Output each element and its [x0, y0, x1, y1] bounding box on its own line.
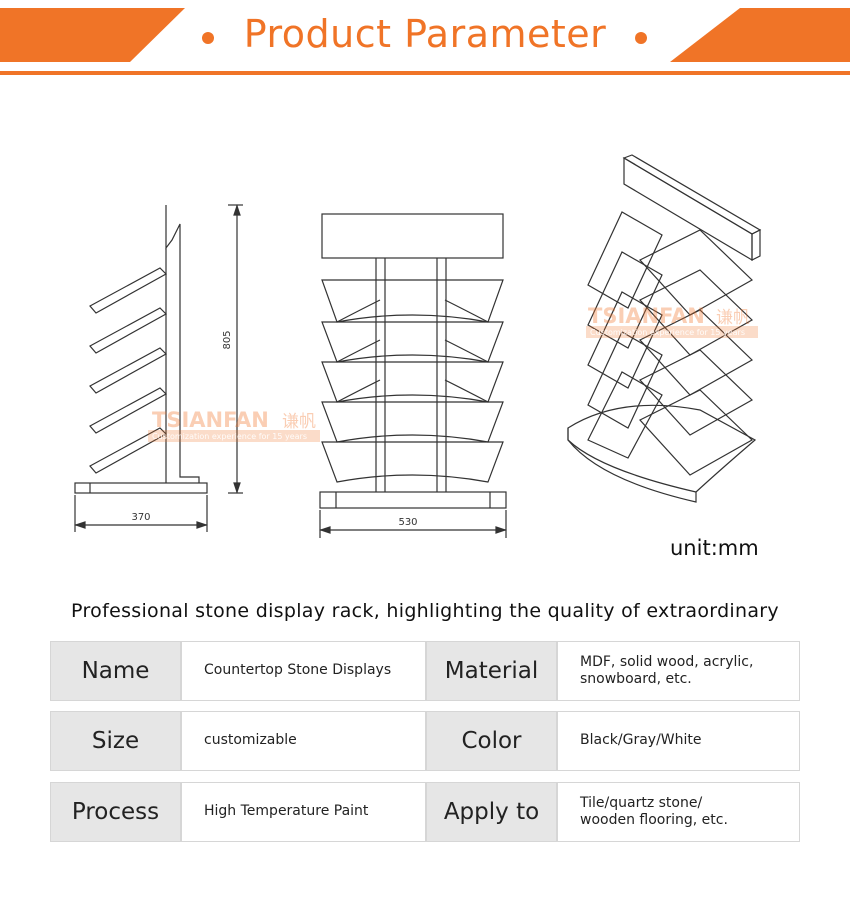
svg-text:TSIANFAN: TSIANFAN: [152, 408, 269, 432]
isometric-view-drawing: [567, 154, 762, 503]
spec-label-process: Process: [50, 782, 181, 842]
iso-shelves-left: [587, 211, 663, 459]
front-view-shelves: [321, 279, 504, 483]
unit-label: unit:mm: [670, 536, 759, 560]
spec-value-color: Black/Gray/White: [557, 711, 800, 771]
spec-value-material: MDF, solid wood, acrylic, snowboard, etc…: [557, 641, 800, 701]
svg-text:谦帆: 谦帆: [282, 412, 316, 432]
front-view-drawing: 530: [319, 213, 507, 538]
spec-label-apply-to: Apply to: [426, 782, 557, 842]
side-view-shelves: [89, 267, 167, 474]
technical-drawings: 805 370: [0, 140, 850, 560]
bullet-right-icon: [635, 32, 647, 44]
side-height-dimension: 805: [222, 330, 233, 349]
spec-label-color: Color: [426, 711, 557, 771]
front-width-dimension: 530: [398, 517, 417, 528]
watermark-logo: TSIANFAN 谦帆 Customization experience for…: [148, 304, 758, 442]
side-view-drawing: 805 370: [74, 204, 243, 532]
iso-shelves-right: [639, 229, 753, 476]
svg-text:Customization experience for 1: Customization experience for 15 years: [152, 432, 307, 441]
spec-label-material: Material: [426, 641, 557, 701]
bullet-left-icon: [202, 32, 214, 44]
spec-value-size: customizable: [181, 711, 426, 771]
page-title: Product Parameter: [243, 12, 607, 56]
spec-row: Name Countertop Stone Displays Material …: [50, 641, 800, 701]
svg-text:谦帆: 谦帆: [716, 308, 750, 328]
svg-text:Customization experience for 1: Customization experience for 15 years: [590, 328, 745, 337]
product-tagline: Professional stone display rack, highlig…: [71, 600, 779, 622]
spec-label-size: Size: [50, 711, 181, 771]
header-banner: Product Parameter: [0, 0, 850, 80]
spec-row: Size customizable Color Black/Gray/White: [50, 711, 800, 771]
spec-value-apply-to: Tile/quartz stone/ wooden flooring, etc.: [557, 782, 800, 842]
spec-value-name: Countertop Stone Displays: [181, 641, 426, 701]
spec-value-process: High Temperature Paint: [181, 782, 426, 842]
banner-decoration: [0, 8, 850, 75]
spec-row: Process High Temperature Paint Apply to …: [50, 782, 800, 842]
side-width-dimension: 370: [131, 512, 150, 523]
spec-label-name: Name: [50, 641, 181, 701]
svg-text:TSIANFAN: TSIANFAN: [588, 304, 705, 328]
